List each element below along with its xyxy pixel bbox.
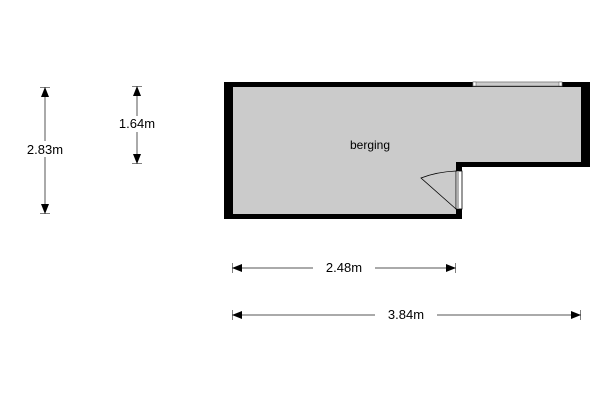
dimension-label: 2.83m: [27, 142, 63, 157]
dimension-label: 3.84m: [388, 307, 424, 322]
dimension-horizontal-partial: 2.48m: [233, 260, 455, 276]
dimension-vertical-total: 2.83m: [16, 88, 74, 213]
dimension-label: 1.64m: [119, 116, 155, 131]
room-label: berging: [350, 138, 390, 152]
dimension-vertical-partial: 1.64m: [108, 87, 166, 163]
dimension-horizontal-total: 3.84m: [233, 307, 580, 323]
door: [420, 170, 463, 210]
room-floor: [233, 87, 581, 214]
window: [472, 81, 563, 87]
door-swing-arc: [420, 170, 457, 210]
dimension-label: 2.48m: [326, 260, 362, 275]
